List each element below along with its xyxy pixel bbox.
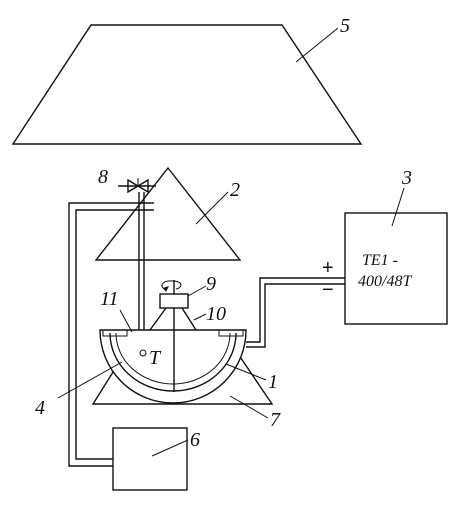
vessel-inner-wall-2	[115, 332, 231, 385]
callout-1: 1	[268, 371, 278, 393]
leader-line-2	[195, 191, 229, 225]
callout-4: 4	[35, 397, 45, 419]
power-supply-model-line2: 400/48T	[358, 273, 412, 290]
minus-sign: −	[322, 279, 334, 301]
rim-right	[218, 329, 244, 337]
callout-11: 11	[100, 288, 119, 310]
box-component-6	[112, 427, 188, 491]
callout-6: 6	[190, 429, 200, 451]
callout-10: 10	[206, 303, 226, 325]
power-supply-model-line1: TE1 -	[362, 252, 398, 269]
leader-line-1	[225, 363, 267, 381]
stirrer-motor-9	[159, 293, 189, 309]
leader-line-9	[187, 285, 207, 297]
leader-line-7	[229, 395, 269, 419]
callout-9: 9	[206, 273, 216, 295]
leader-line-11	[119, 309, 133, 333]
rotation-arrowhead-icon	[163, 286, 169, 292]
vessel-inner-wall	[109, 332, 237, 392]
triangle-component-2	[94, 166, 242, 261]
loop-pipe-inner	[75, 209, 154, 460]
callout-3: 3	[401, 167, 412, 189]
leader-line-3	[391, 187, 405, 227]
thermocouple-label: T	[149, 347, 162, 369]
leader-line-10	[193, 313, 207, 321]
vessel-component-1	[99, 329, 247, 404]
callout-7: 7	[270, 409, 281, 431]
power-lead-positive	[246, 277, 345, 343]
stirrer-stand-10	[149, 307, 197, 331]
callout-5: 5	[340, 15, 350, 37]
trapezoid-component-5	[11, 24, 363, 145]
callout-8: 8	[98, 166, 108, 188]
leader-line-6	[151, 439, 189, 457]
thermocouple-point	[139, 349, 147, 357]
valve-8	[127, 178, 149, 194]
callout-2: 2	[230, 179, 240, 201]
leader-line-4	[57, 361, 123, 399]
loop-pipe-outer	[68, 202, 154, 467]
power-lead-negative	[246, 283, 345, 348]
plus-sign: +	[322, 257, 334, 279]
rim-left	[102, 329, 128, 337]
leader-line-5	[295, 27, 339, 63]
